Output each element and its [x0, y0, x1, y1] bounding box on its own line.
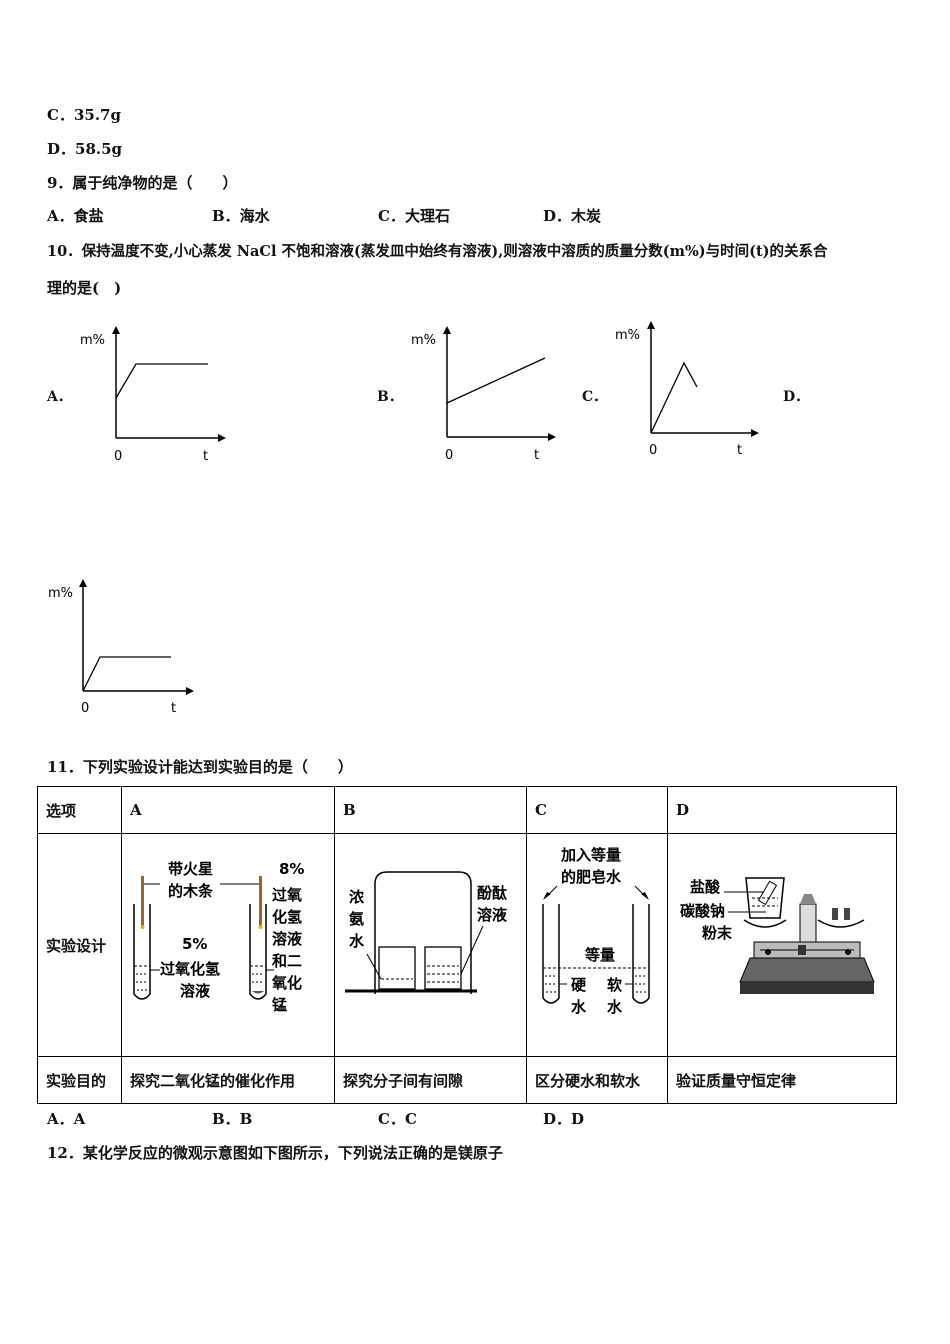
beaker-acid	[745, 877, 785, 919]
q10-label-d: D．	[783, 389, 810, 405]
svg-text:锰: 锰	[272, 996, 287, 1014]
wood-splint-right	[259, 876, 262, 926]
goal-a: 探究二氧化锰的催化作用	[121, 1056, 335, 1104]
q12-stem: 12．某化学反应的微观示意图如下图所示，下列说法正确的是镁原子	[47, 1144, 503, 1162]
q9-option-d: D．木炭	[543, 207, 602, 225]
svg-text:加入等量: 加入等量	[560, 846, 621, 864]
svg-text:浓: 浓	[349, 888, 365, 906]
row-label-design: 实验设计	[37, 833, 122, 1057]
diagram-b-beakers: 浓 氨 水 酚酞 溶液	[345, 871, 508, 994]
q10-label-a: A．	[47, 389, 72, 405]
svg-text:化氢: 化氢	[272, 908, 302, 926]
svg-text:溶液: 溶液	[272, 930, 303, 948]
beaker-ammonia	[378, 946, 416, 990]
svg-text:软: 软	[607, 976, 622, 994]
q10-c-origin: 0	[649, 443, 657, 458]
q10-a-origin: 0	[114, 449, 122, 464]
q8-option-d: D．58.5g	[47, 140, 123, 158]
q10-b-curve	[446, 357, 546, 404]
q10-stem-line1: 10．保持温度不变,小心蒸发 NaCl 不饱和溶液(蒸发皿中始终有溶液),则溶液…	[47, 243, 828, 260]
q11-answer-a: A．A	[47, 1110, 86, 1128]
svg-text:碳酸钠: 碳酸钠	[680, 902, 725, 920]
goal-c: 区分硬水和软水	[526, 1056, 668, 1104]
svg-text:溶液: 溶液	[180, 982, 211, 1000]
svg-text:过氧化氢: 过氧化氢	[160, 960, 220, 978]
svg-text:的肥皂水: 的肥皂水	[561, 868, 622, 886]
svg-text:8%: 8%	[279, 860, 304, 878]
q10-stem-line2: 理的是( )	[47, 279, 122, 297]
row-label-goal: 实验目的	[37, 1056, 122, 1104]
q10-d-xlabel: t	[171, 701, 176, 716]
svg-text:粉末: 粉末	[702, 924, 733, 942]
table-header-c: C	[526, 786, 668, 834]
svg-text:带火星: 带火星	[168, 860, 213, 878]
q10-b-origin: 0	[445, 448, 453, 463]
q9-stem: 9．属于纯净物的是（ ）	[47, 174, 238, 192]
q9-option-a: A．食盐	[47, 207, 104, 225]
q10-b-ylabel: m%	[411, 333, 436, 348]
q10-graph-c: m% 0 t	[615, 321, 759, 458]
q10-a-curve	[115, 363, 208, 399]
q10-a-xlabel: t	[203, 449, 208, 464]
svg-text:的木条: 的木条	[168, 882, 214, 900]
q10-graph-d: m% 0 t	[48, 579, 194, 716]
svg-text:过氧: 过氧	[272, 886, 302, 904]
diagram-a-test-tubes: 带火星 的木条 8% 过氧 化氢 溶液 和二 氧化 锰 5% 过氧化氢 溶液	[133, 860, 304, 1014]
q10-graph-b: m% 0 t	[411, 326, 556, 463]
svg-text:氨: 氨	[349, 910, 364, 928]
svg-text:5%: 5%	[182, 935, 207, 953]
q11-answer-b: B．B	[212, 1110, 253, 1128]
table-header-a: A	[121, 786, 335, 834]
svg-text:等量: 等量	[585, 946, 615, 964]
diagram-c-soap-water: 加入等量 的肥皂水 等量	[542, 846, 650, 1016]
table-header-d: D	[667, 786, 897, 834]
q10-d-curve	[82, 656, 171, 692]
svg-text:水: 水	[607, 998, 623, 1016]
goal-d: 验证质量守恒定律	[667, 1056, 897, 1104]
q10-c-curve	[650, 361, 698, 434]
q11-experiment-table: 选项 A B C D 实验设计	[37, 786, 897, 1104]
q10-b-xlabel: t	[534, 448, 539, 463]
table-header-b: B	[334, 786, 527, 834]
q10-c-xlabel: t	[737, 443, 742, 458]
wood-splint-left	[141, 876, 144, 926]
q10-c-ylabel: m%	[615, 328, 640, 343]
svg-text:盐酸: 盐酸	[690, 878, 721, 896]
q11-stem: 11．下列实验设计能达到实验目的是（ ）	[47, 758, 353, 776]
bell-jar	[374, 871, 472, 994]
q9-option-b: B．海水	[212, 207, 270, 225]
q8-option-c: C．35.7g	[47, 106, 121, 124]
svg-text:酚酞: 酚酞	[477, 884, 507, 902]
q10-d-origin: 0	[81, 701, 89, 716]
svg-text:氧化: 氧化	[271, 974, 302, 992]
svg-text:和二: 和二	[272, 952, 302, 970]
q10-label-c: C．	[582, 389, 608, 405]
svg-text:水: 水	[349, 932, 365, 950]
q10-a-ylabel: m%	[80, 333, 105, 348]
diagram-d-balance: 盐酸 碳酸钠 粉末	[680, 877, 875, 994]
q10-label-b: B．	[377, 389, 403, 405]
q11-answer-d: D．D	[543, 1110, 585, 1128]
svg-text:水: 水	[571, 998, 587, 1016]
q11-answer-c: C．C	[378, 1110, 417, 1128]
goal-b: 探究分子间有间隙	[334, 1056, 527, 1104]
q10-graph-a: m% 0 t	[80, 326, 226, 464]
q9-option-c: C．大理石	[378, 207, 450, 225]
table-header-option: 选项	[37, 786, 122, 834]
tube-soft-water	[632, 904, 650, 1004]
svg-text:溶液: 溶液	[477, 906, 508, 924]
svg-text:硬: 硬	[571, 976, 587, 994]
q10-d-ylabel: m%	[48, 586, 73, 601]
tube-hard-water	[542, 904, 560, 1004]
beaker-phenolphthalein	[424, 946, 462, 990]
